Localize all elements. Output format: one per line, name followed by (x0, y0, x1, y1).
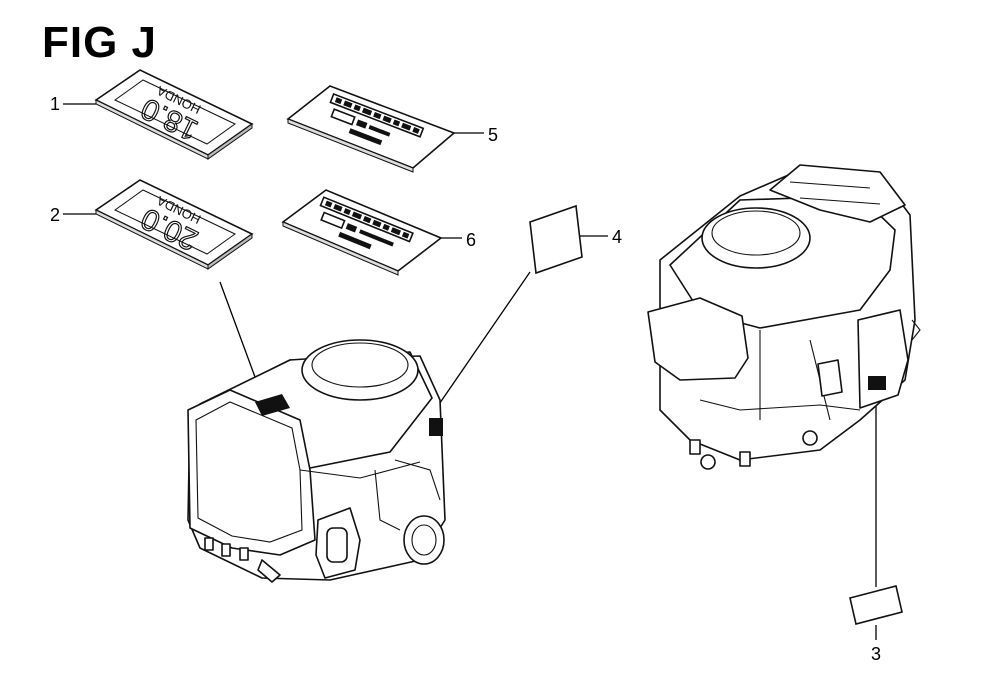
callout-2: 2 (50, 205, 60, 225)
decal-honda-18: HONDA 18.0 (94, 69, 254, 160)
decal-honda-20: HONDA 20.0 (94, 179, 254, 270)
callout-1: 1 (50, 94, 60, 114)
decal-6 (281, 189, 443, 276)
callout-3: 3 (871, 644, 881, 664)
callout-4: 4 (612, 227, 622, 247)
engine-left (187, 339, 446, 583)
callout-5: 5 (488, 125, 498, 145)
leader-line-4-engine (432, 271, 531, 414)
figure-title: FIG J (42, 18, 158, 67)
engine-right (647, 164, 921, 470)
label-3 (849, 585, 903, 625)
decal-5 (286, 85, 456, 173)
callout-6: 6 (466, 230, 476, 250)
label-4 (529, 204, 583, 275)
